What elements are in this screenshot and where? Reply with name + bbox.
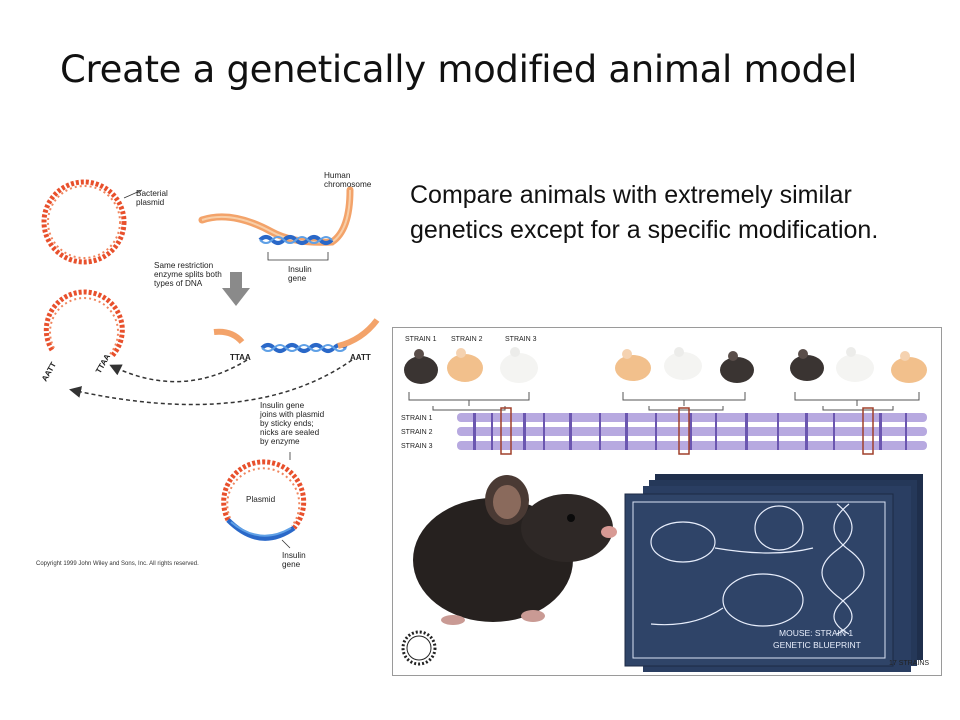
strain-count-label: 17 STRAINS (889, 660, 929, 667)
bacterial-plasmid-label: Bacterial plasmid (136, 189, 170, 207)
restriction-enzyme-label: Same restriction enzyme splits both type… (154, 261, 224, 288)
join-arrow-right (69, 359, 353, 406)
mouse-group-2 (615, 347, 754, 383)
sticky-ends-label: Insulin gene joins with plasmid by stick… (259, 401, 326, 446)
bacterial-plasmid-ring (41, 179, 127, 265)
seq-ttaa-right: TTAA (230, 353, 251, 362)
row-label-1: STRAIN 1 (401, 415, 433, 422)
seq-aatt-left: AATT (40, 360, 58, 383)
mouse-strains-illustration: STRAIN 1 STRAIN 2 STRAIN 3 (401, 336, 929, 672)
seq-ttaa-left: TTAA (94, 352, 112, 375)
seq-aatt-right: AATT (350, 353, 371, 362)
down-arrow-icon (222, 272, 250, 306)
plasmid-label: Plasmid (246, 495, 276, 504)
join-arrow-left (109, 359, 248, 383)
slide-title: Create a genetically modified animal mod… (60, 48, 858, 91)
cut-gene-fragment (213, 318, 380, 353)
strain-header-3: STRAIN 3 (505, 336, 537, 343)
human-chromosome-label: Human chromosome (324, 171, 372, 189)
recombinant-dna-diagram: Bacterial plasmid Human chromosome Insul… (36, 171, 380, 569)
mouse-group-1 (404, 347, 538, 384)
mouse-strains-panel: STRAIN 1 STRAIN 2 STRAIN 3 (392, 327, 942, 676)
strain-header-1: STRAIN 1 (405, 336, 437, 343)
row-label-3: STRAIN 3 (401, 443, 433, 450)
insulin-gene-bottom-label: Insulin gene (282, 551, 308, 569)
row-label-2: STRAIN 2 (401, 429, 433, 436)
human-chromosome-strand (198, 186, 354, 246)
blueprint-title-line-1: MOUSE: STRAIN 1 (779, 628, 853, 638)
body-text: Compare animals with extremely similar g… (410, 181, 879, 244)
insulin-gene-top-label: Insulin gene (288, 265, 314, 283)
nsf-logo (401, 630, 437, 666)
grouping-brackets (408, 392, 920, 411)
cut-plasmid-ring (43, 289, 125, 358)
blueprint-stack: MOUSE: STRAIN 1 GENETIC BLUEPRINT (624, 474, 923, 672)
strain-header-2: STRAIN 2 (451, 336, 483, 343)
chromosome-rows (457, 407, 927, 455)
recombinant-plasmid-ring (221, 459, 307, 541)
mouse-group-3 (790, 347, 927, 383)
copyright-text: Copyright 1999 John Wiley and Sons, Inc.… (36, 561, 199, 567)
black-mouse-photo (413, 475, 617, 625)
blueprint-title-line-2: GENETIC BLUEPRINT (773, 640, 861, 650)
